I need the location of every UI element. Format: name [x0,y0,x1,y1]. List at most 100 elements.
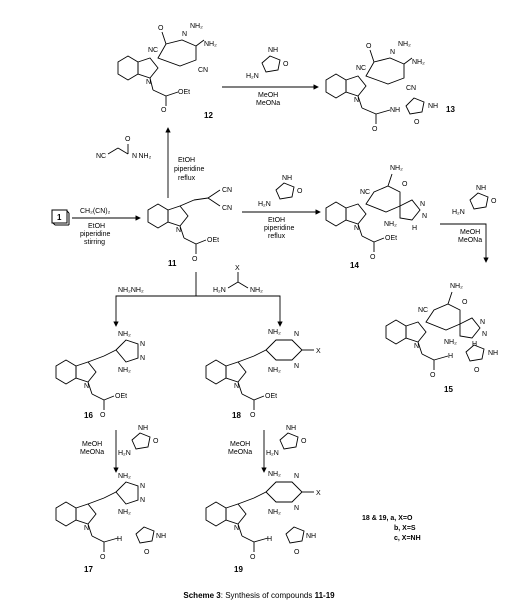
atom-O: O [125,136,131,143]
condition-solvent: MeOH [460,229,480,236]
atom-NH2: NH₂ [384,221,397,228]
atom-N: N [354,225,359,232]
atom-NH: NH [286,425,296,432]
atom-OEt: OEt [385,235,397,242]
atom-NH2: NH₂ [250,287,263,294]
compound-12: O N NH₂ NH₂ NC CN N O OEt 12 [117,23,217,120]
condition-mode: reflux [178,175,196,182]
pyrazolone-reagent-18-19: H₂N NH O [266,425,307,457]
atom-NH2: NH₂ [444,339,457,346]
atom-NH2: NH₂ [268,329,281,336]
reaction-scheme: O N NH₂ NH₂ NC CN N O OEt 12 H₂N NH O Me… [51,23,498,574]
atom-NC: NC [96,153,106,160]
atom-NH2: NH₂ [204,41,217,48]
atom-H: H [472,341,477,348]
atom-O: O [414,119,420,126]
scheme-caption: Scheme 3: Synthesis of compounds 11-19 [0,591,518,600]
atom-NH: NH [428,103,438,110]
atom-N: N [182,31,187,38]
atom-NH2: NH₂ [118,331,131,338]
condition-mode: reflux [268,233,286,240]
atom-N: N [422,213,427,220]
atom-N: N [294,473,299,480]
compound-label-19: 19 [234,565,243,574]
urea-reagent: H₂N X NH₂ [213,265,263,294]
caption-range: 11-19 [314,591,335,600]
condition-solvent: MeOH [258,92,278,99]
substituent-legend: 18 & 19, a, X=O b, X=S c, X=NH [362,515,421,542]
atom-CN: CN [222,205,232,212]
atom-N: N [140,341,145,348]
atom-N: N [420,201,425,208]
atom-NH: NH [390,107,400,114]
atom-H: H [117,536,122,543]
compound-label-16: 16 [84,411,93,420]
atom-O: O [474,367,480,374]
compound-label-18: 18 [232,411,241,420]
condition-base: MeONa [80,449,104,456]
compound-label-13: 13 [446,105,455,114]
compound-label-15: 15 [444,385,453,394]
atom-N: N [390,49,395,56]
atom-N: N [140,483,145,490]
atom-NH2: NH₂ [268,471,281,478]
atom-NH2: NH₂ [118,367,131,374]
legend-line-1: 18 & 19, a, X=O [362,515,413,522]
atom-O: O [144,549,150,556]
atom-O: O [491,198,497,205]
arrow-11-to-16 [113,295,196,327]
atom-NC: NC [356,65,366,72]
atom-NH: NH [306,533,316,540]
atom-N: N [480,319,485,326]
atom-CN: CN [198,67,208,74]
atom-H: H [412,225,417,232]
compound-13: O N NH₂ NH₂ NC CN N O NH NH O 13 [325,41,455,133]
compound-label-1: 1 [57,213,62,222]
atom-H2N: H₂N [118,450,131,457]
atom-O: O [100,412,106,419]
atom-NH2: NH₂ [268,509,281,516]
atom-O: O [158,25,164,32]
condition-base: MeONa [256,100,280,107]
compound-1-box: 1 [51,209,70,226]
compound-14: NH₂ NC O N N H NH₂ N O OEt 14 [325,165,427,270]
compound-label-12: 12 [204,111,213,120]
atom-N: N [84,383,89,390]
atom-NH2: NH₂ [118,509,131,516]
atom-O: O [462,299,468,306]
atom-H2N: H₂N [213,287,226,294]
condition-base: MeONa [458,237,482,244]
atom-NH: NH [156,533,166,540]
pyrazolone-reagent-12-13: H₂N NH O [246,47,289,80]
atom-O: O [372,126,378,133]
atom-NH2: NH₂ [450,283,463,290]
atom-H2N: H₂N [266,450,279,457]
atom-OEt: OEt [265,393,277,400]
atom-O: O [192,256,198,263]
atom-O: O [100,554,106,561]
atom-O: O [402,181,408,188]
atom-OEt: OEt [115,393,127,400]
atom-H2N: H₂N [258,201,271,208]
caption-text: : Synthesis of compounds [220,591,315,600]
atom-OEt: OEt [207,237,219,244]
atom-NH2: NH₂ [412,59,425,66]
compound-18: NH₂ N X N NH₂ N O OEt 18 [205,329,321,420]
atom-NH: NH [476,185,486,192]
atom-N-NH2: N NH₂ [132,153,152,160]
condition-solvent: EtOH [268,217,285,224]
cyanoacetohydrazide-reagent: NC O N NH₂ [96,136,152,160]
compound-15: NH₂ NC O N N H NH₂ N O H NH O 15 [385,283,498,394]
atom-N: N [414,343,419,350]
atom-N: N [146,79,151,86]
atom-O: O [250,412,256,419]
atom-N: N [294,505,299,512]
atom-NH: NH [488,350,498,357]
atom-N: N [84,525,89,532]
legend-line-2: b, X=S [394,525,416,532]
condition-solvent: MeOH [230,441,250,448]
compound-label-11: 11 [168,259,177,268]
compound-label-17: 17 [84,565,93,574]
atom-N: N [354,97,359,104]
atom-N: N [140,497,145,504]
